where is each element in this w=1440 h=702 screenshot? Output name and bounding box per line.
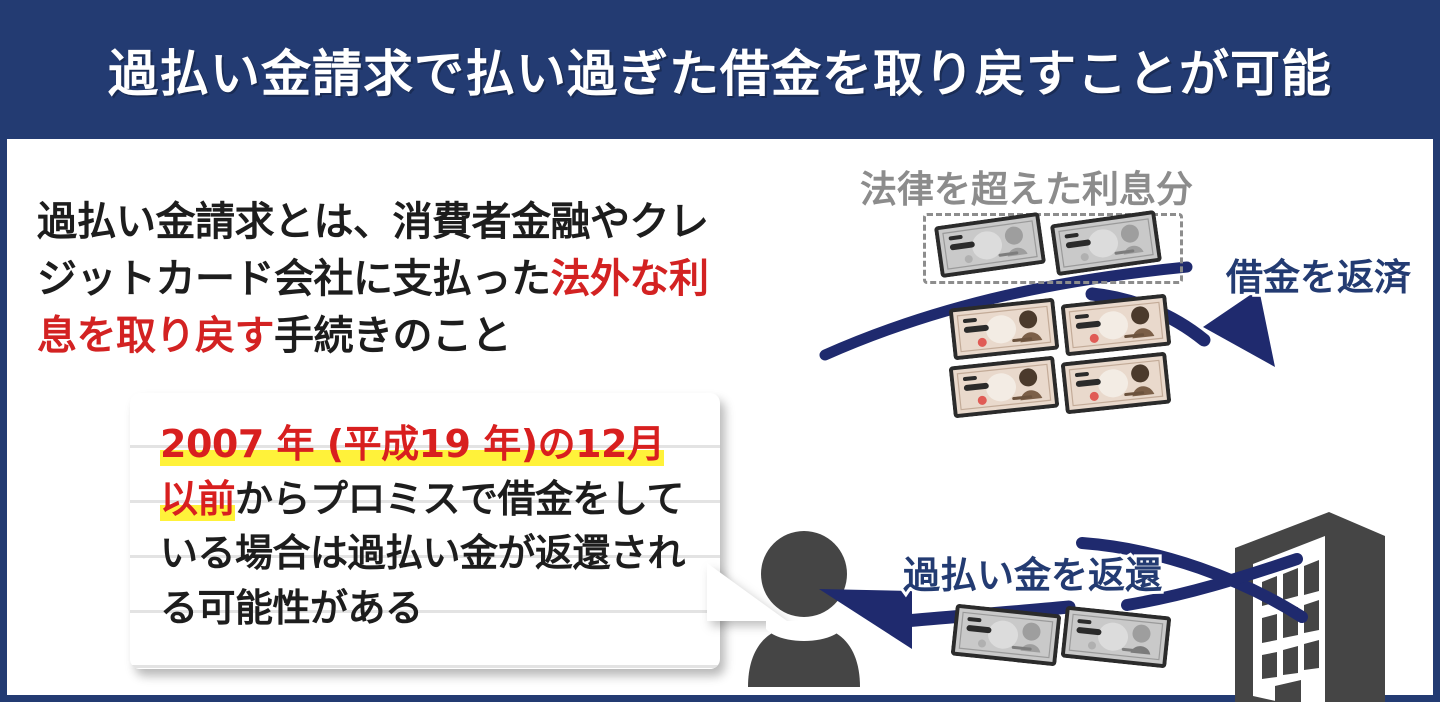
intro-paragraph: 過払い金請求とは、消費者金融やクレジットカード会社に支払った法外な利息を取り戻す…	[37, 194, 737, 364]
label-repay-debt: 借金を返済	[1223, 253, 1414, 302]
bubble-plain-text: からプロミスで借金をしている場合は過払い金が返還される可能性がある	[160, 476, 686, 631]
banknote-tan-3	[948, 355, 1060, 419]
banknote-gray-4	[1060, 605, 1172, 669]
dashed-box	[923, 213, 1183, 284]
speech-bubble-text: 2007 年 (平成19 年)の12月以前からプロミスで借金をしている場合は過払…	[160, 417, 700, 636]
banknote-tan-1	[948, 297, 1060, 361]
label-refund-overpayment: 過払い金を返還	[900, 551, 1165, 600]
label-excess-interest: 法律を超えた利息分	[857, 165, 1196, 214]
banknote-tan-2	[1060, 293, 1172, 357]
intro-text-highlight: 法外な利息を取り戻す	[37, 255, 709, 359]
person-icon	[748, 531, 860, 687]
banknote-tan-4	[1060, 351, 1172, 415]
speech-bubble-note: 2007 年 (平成19 年)の12月以前からプロミスで借金をしている場合は過払…	[130, 393, 720, 669]
header-banner: 過払い金請求で払い過ぎた借金を取り戻すことが可能	[0, 0, 1440, 139]
banknote-gray-3	[950, 603, 1062, 667]
banknote-gray-1	[934, 212, 1046, 278]
banknote-gray-2	[1050, 210, 1162, 276]
content-frame: 過払い金請求とは、消費者金融やクレジットカード会社に支払った法外な利息を取り戻す…	[0, 139, 1440, 702]
page-title: 過払い金請求で払い過ぎた借金を取り戻すことが可能	[108, 44, 1332, 103]
building-icon	[1235, 512, 1385, 702]
intro-text-part-2: 手続きのこと	[274, 312, 512, 359]
intro-text-part-1: 過払い金請求とは、消費者金融やクレジットカード会社に支払った	[37, 199, 709, 302]
